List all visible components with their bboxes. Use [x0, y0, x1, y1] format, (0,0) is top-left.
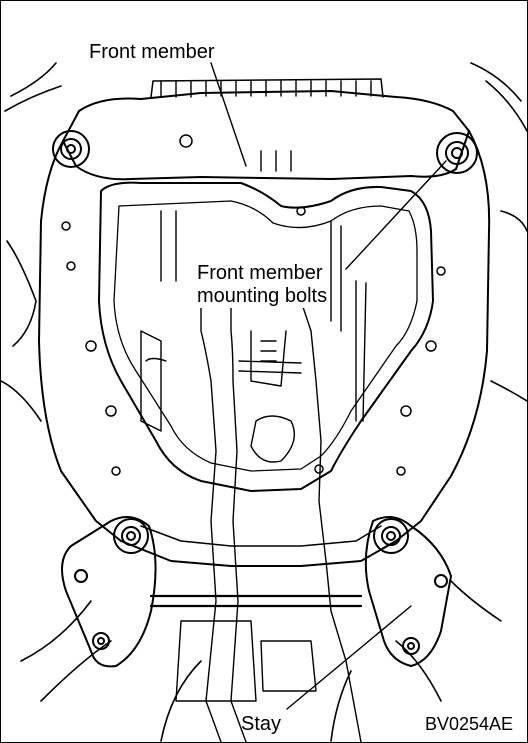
label-front-member: Front member	[89, 41, 215, 63]
internal-components	[140, 150, 367, 742]
rear-left-bracket	[61, 516, 157, 668]
leader-lines	[210, 62, 447, 710]
front-member-frame	[38, 78, 491, 608]
label-mounting-bolts-line2: mounting bolts	[197, 285, 328, 307]
leader-front-member	[210, 62, 247, 167]
frame-bolt-holes	[61, 134, 446, 476]
label-front-member-mounting-bolts: Front member mounting bolts	[194, 262, 331, 308]
front-left-bushing	[52, 130, 90, 168]
front-right-bushing	[436, 132, 478, 174]
figure-code: BV0254AE	[425, 714, 514, 734]
leader-stay	[286, 605, 412, 710]
leader-mounting-bolts	[345, 160, 447, 270]
label-mounting-bolts-line1: Front member	[197, 262, 323, 284]
label-stay: Stay	[241, 713, 282, 735]
rear-right-bracket	[364, 516, 452, 667]
